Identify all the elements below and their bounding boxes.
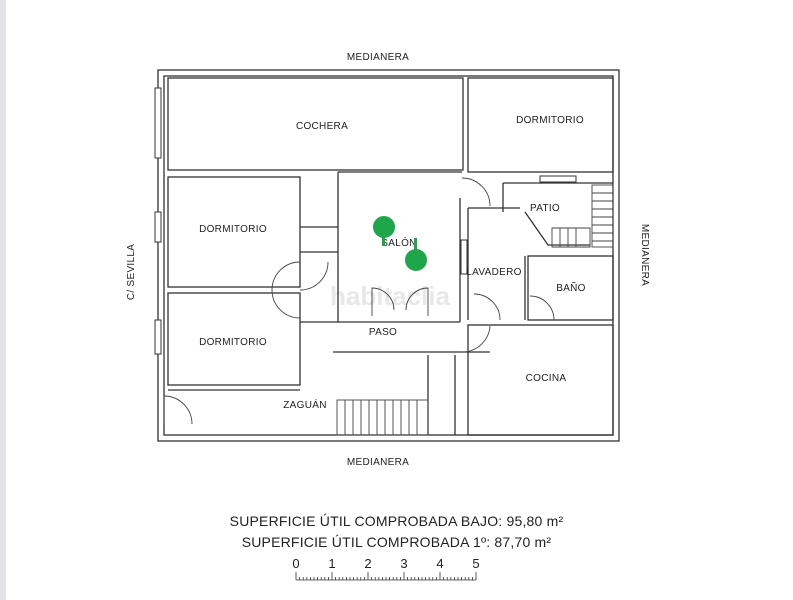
outer-wall xyxy=(157,69,620,442)
scale-tick-2: 2 xyxy=(364,556,371,571)
room-dormitorio-top-right xyxy=(467,77,614,173)
scale-tick-3: 3 xyxy=(400,556,407,571)
room-dormitorio-left-2 xyxy=(167,292,301,386)
doors xyxy=(163,177,555,425)
label-dormitorio-3: DORMITORIO xyxy=(199,337,267,348)
room-paso xyxy=(300,226,490,353)
room-salon xyxy=(337,171,462,323)
label-salon: SALÓN xyxy=(381,236,416,249)
stairs-zaguan xyxy=(336,399,429,436)
label-patio: PATIO xyxy=(530,203,560,214)
label-dormitorio-1: DORMITORIO xyxy=(516,115,584,126)
scale-bar: 0 1 2 3 4 5 xyxy=(292,556,480,581)
label-street: C/ SEVILLA xyxy=(126,244,137,300)
location-marker-icon[interactable] xyxy=(373,216,395,246)
room-bano xyxy=(527,255,614,321)
room-dormitorio-left-1 xyxy=(167,176,301,288)
windows xyxy=(154,87,577,355)
label-cocina: COCINA xyxy=(526,373,567,384)
label-medianera-bottom: MEDIANERA xyxy=(347,457,409,468)
location-marker-icon[interactable] xyxy=(405,238,427,271)
label-cochera: COCHERA xyxy=(296,121,348,132)
label-medianera-top: MEDIANERA xyxy=(347,52,409,63)
stairs-patio xyxy=(551,184,614,248)
room-cocina xyxy=(467,324,614,436)
label-dormitorio-2: DORMITORIO xyxy=(199,224,267,235)
scale-tick-1: 1 xyxy=(328,556,335,571)
label-bano: BAÑO xyxy=(556,281,586,294)
watermark: habitaclia xyxy=(330,281,450,311)
room-zaguan xyxy=(168,355,456,435)
label-zaguan: ZAGUÁN xyxy=(283,398,326,411)
room-lavadero xyxy=(467,207,526,320)
room-patio xyxy=(502,182,613,246)
label-lavadero: LAVADERO xyxy=(466,267,521,278)
room-cochera xyxy=(167,77,464,171)
scale-tick-4: 4 xyxy=(436,556,443,571)
scale-tick-0: 0 xyxy=(292,556,299,571)
label-paso: PASO xyxy=(369,327,397,338)
area-primera: SUPERFICIE ÚTIL COMPROBADA 1º: 87,70 m² xyxy=(241,534,552,550)
scale-tick-5: 5 xyxy=(472,556,479,571)
area-bajo: SUPERFICIE ÚTIL COMPROBADA BAJO: 95,80 m… xyxy=(229,513,564,529)
left-edge-bar xyxy=(0,0,6,600)
label-medianera-right: MEDIANERA xyxy=(639,224,650,286)
